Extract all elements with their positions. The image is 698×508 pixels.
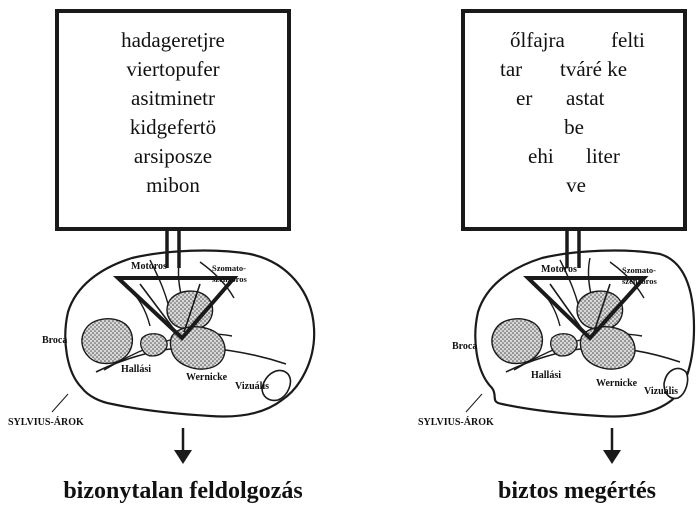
right-label-sylvius: SYLVIUS-ÁROK [418, 416, 494, 428]
left-box-line-5: arsiposze [134, 144, 212, 168]
left-box-line-3: asitminetr [131, 86, 215, 110]
right-label-vizualis: Vizuális [644, 386, 678, 397]
left-box-line-6: mibon [146, 173, 200, 197]
left-arrow-head [174, 450, 192, 464]
left-panel: hadageretjre viertopufer asitminetr kidg… [8, 11, 314, 504]
left-auditory-area [141, 334, 167, 356]
right-panel: őlfajra felti tar tváré ke er astat be e… [418, 11, 694, 504]
right-box-line-4: be [564, 115, 584, 139]
left-box-line-2: viertopufer [126, 57, 219, 81]
left-box-line-1: hadageretjre [121, 28, 225, 52]
right-label-hallasi: Hallási [531, 370, 561, 381]
right-box-line-3a: er [516, 86, 532, 110]
right-caption: biztos megértés [498, 478, 656, 504]
left-label-sylvius: SYLVIUS-ÁROK [8, 416, 84, 428]
right-box-line-6: ve [566, 173, 586, 197]
right-auditory-area [551, 334, 577, 356]
left-box-line-4: kidgefertö [130, 115, 216, 139]
left-label-somato-2: szenzoros [212, 274, 247, 284]
right-label-somato-1: Szomato- [622, 265, 656, 275]
right-box-line-1a: őlfajra [510, 28, 565, 52]
left-label-somato-1: Szomato- [212, 263, 246, 273]
left-sylvius-pointer [52, 394, 68, 412]
right-box-line-2b: tváré ke [560, 57, 627, 81]
right-broca-area [492, 319, 542, 364]
right-box-line-5a: ehi [528, 144, 554, 168]
right-box-line-5b: liter [586, 144, 620, 168]
left-label-hallasi: Hallási [121, 364, 151, 375]
right-sylvius-pointer [466, 394, 482, 412]
right-box-line-2a: tar [500, 57, 522, 81]
left-label-vizualis: Vizuális [235, 381, 269, 392]
right-label-somato-2: szenzoros [622, 276, 657, 286]
right-label-broca: Broca [452, 341, 477, 352]
left-broca-area [82, 319, 132, 364]
left-label-broca: Broca [42, 335, 67, 346]
left-label-motor: Motoros [131, 261, 167, 272]
right-box-line-3b: astat [566, 86, 605, 110]
right-box-line-1b: felti [611, 28, 645, 52]
left-label-wernicke: Wernicke [186, 372, 228, 383]
right-label-wernicke: Wernicke [596, 378, 638, 389]
left-caption: bizonytalan feldolgozás [63, 478, 302, 504]
right-label-motor: Motoros [541, 264, 577, 275]
right-arrow-head [603, 450, 621, 464]
